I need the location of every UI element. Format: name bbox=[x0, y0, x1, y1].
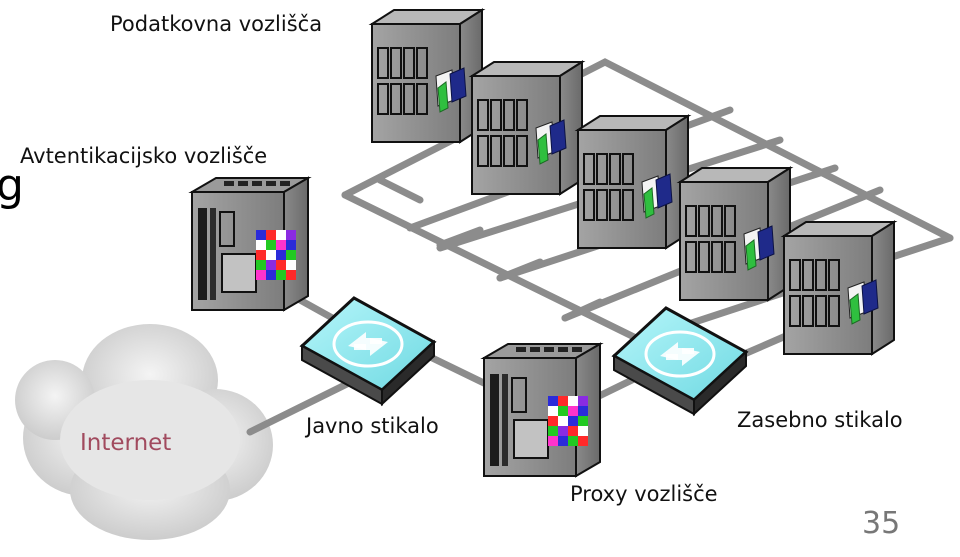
data-nodes-label: Podatkovna vozlišča bbox=[110, 12, 323, 36]
cropped-title-fragment: g bbox=[0, 160, 24, 211]
public-switch-label: Javno stikalo bbox=[306, 414, 439, 438]
data-node bbox=[679, 167, 791, 301]
data-node bbox=[577, 115, 689, 249]
data-node bbox=[371, 9, 483, 143]
auth-node bbox=[191, 177, 309, 311]
page-number: 35 bbox=[862, 506, 901, 541]
auth-node-label: Avtentikacijsko vozlišče bbox=[20, 144, 268, 168]
private-switch bbox=[612, 306, 748, 416]
proxy-node-label: Proxy vozlišče bbox=[570, 482, 718, 506]
data-node bbox=[471, 61, 583, 195]
data-node bbox=[783, 221, 895, 355]
private-switch-label: Zasebno stikalo bbox=[737, 408, 903, 432]
internet-cloud bbox=[15, 324, 273, 540]
internet-label: Internet bbox=[80, 430, 172, 456]
proxy-node bbox=[483, 343, 601, 477]
